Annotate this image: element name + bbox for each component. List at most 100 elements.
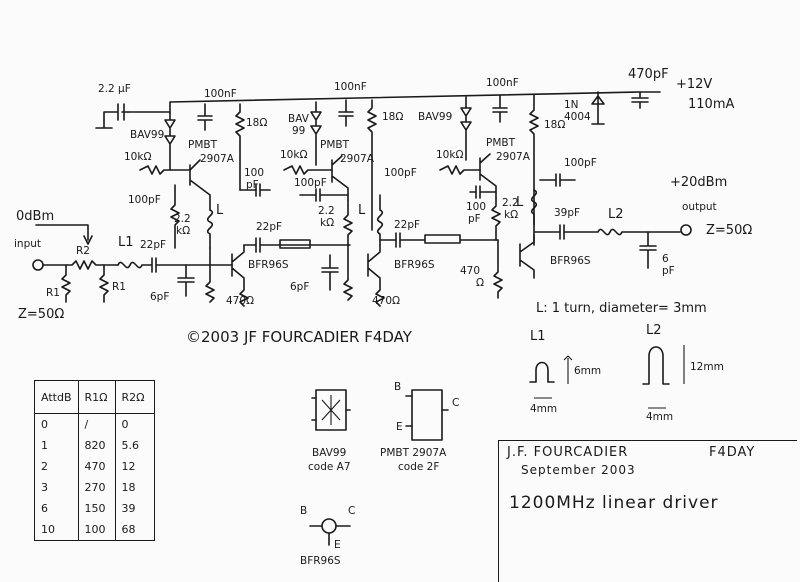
input-label: input — [14, 238, 41, 250]
header-r2: R2Ω — [114, 380, 155, 414]
label-l1: L1 — [118, 235, 134, 250]
output-level: +20dBm — [670, 175, 727, 190]
label-bfr-2: BFR96S — [394, 259, 435, 271]
cell: 150 — [77, 498, 116, 519]
trimmer-1 — [177, 264, 195, 297]
label-6pf-1: 6pF — [150, 291, 169, 303]
copyright: ©2003 JF FOURCADIER F4DAY — [186, 328, 413, 346]
label-c-2u2: 2.2 µF — [98, 83, 131, 95]
cell: / — [77, 413, 116, 435]
l2-shape — [642, 346, 670, 385]
label-1n: 1N — [564, 99, 579, 111]
label-18r-3: 18Ω — [544, 119, 565, 131]
pmbt-code: code 2F — [398, 461, 439, 473]
stage-1 — [139, 103, 271, 249]
label-10k-3: 10kΩ — [436, 149, 463, 161]
cell: 3 — [34, 477, 79, 498]
attenuator-table: AttdB R1Ω R2Ω 0 / 0 1 820 5.6 2 470 12 3… — [34, 380, 155, 541]
r1b-resistor — [99, 264, 109, 303]
label-100pf-2: 100 — [244, 167, 264, 179]
label-bfr-1: BFR96S — [248, 259, 289, 271]
label-470-3b: Ω — [476, 277, 484, 289]
label-bav99-2b: 99 — [292, 125, 305, 137]
trimmer-3 — [639, 231, 657, 269]
label-22k-2b: kΩ — [320, 217, 334, 229]
label-l2: L2 — [608, 207, 624, 222]
cell: 2 — [34, 456, 79, 477]
cell: 820 — [77, 435, 116, 456]
header-att: AttdB — [34, 380, 79, 414]
cell: 1 — [34, 435, 79, 456]
bfr96s-2 — [367, 244, 385, 307]
cap-470pf — [631, 91, 649, 109]
label-22k-1: 2.2 — [174, 213, 191, 225]
r1a-resistor — [61, 264, 71, 303]
l2-title: L2 — [646, 323, 662, 338]
title-main: 1200MHz linear driver — [509, 493, 719, 513]
cell: 10 — [34, 519, 79, 541]
coil-note: L: 1 turn, diameter= 3mm — [536, 301, 707, 316]
bav99-package — [311, 389, 351, 431]
label-12v: +12V — [676, 77, 712, 92]
label-pmbt-1b: 2907A — [200, 153, 235, 165]
table-row: 6 150 39 — [34, 498, 155, 519]
pmbt-pin-c: C — [452, 397, 459, 409]
label-470-3: 470 — [460, 265, 480, 277]
label-18r-2: 18Ω — [382, 111, 403, 123]
label-pmbt-2b: 2907A — [340, 153, 375, 165]
input-level: 0dBm — [16, 209, 54, 224]
label-bfr-3: BFR96S — [550, 255, 591, 267]
label-pmbt-1a: PMBT — [188, 139, 218, 151]
label-110ma: 110mA — [688, 97, 734, 112]
label-r1a: R1 — [46, 287, 60, 299]
cell: 6 — [34, 498, 79, 519]
output-label: output — [682, 201, 717, 213]
bfr-pin-c: C — [348, 505, 355, 517]
label-l-2: L — [358, 203, 366, 218]
label-6pf-3b: pF — [662, 265, 675, 277]
bav99-code: code A7 — [308, 461, 351, 473]
supply-rail — [127, 91, 661, 113]
cell: 39 — [114, 498, 155, 519]
label-bav99-2: BAV — [288, 113, 310, 125]
label-100pf-6b: pF — [468, 213, 481, 225]
l1-shape — [529, 361, 555, 383]
label-100pf-1: 100pF — [128, 194, 161, 206]
label-6pf-2: 6pF — [290, 281, 309, 293]
label-l-1: L — [216, 203, 224, 218]
label-39pf: 39pF — [554, 207, 580, 219]
pmbt-pin-b: B — [394, 381, 401, 393]
table-row: 10 100 68 — [34, 519, 155, 541]
cell: 5.6 — [114, 435, 155, 456]
output-impedance: Z=50Ω — [706, 223, 752, 238]
table-row: 3 270 18 — [34, 477, 155, 498]
label-470-2: 470Ω — [372, 295, 400, 307]
table-row: 1 820 5.6 — [34, 435, 155, 456]
header-r1: R1Ω — [77, 380, 116, 414]
label-bav99-3: BAV99 — [418, 111, 452, 123]
label-pmbt-3a: PMBT — [486, 137, 516, 149]
l1-width: 4mm — [530, 403, 557, 415]
pmbt-package — [405, 389, 449, 441]
table-row: 0 / 0 — [34, 413, 155, 435]
label-470pf: 470pF — [628, 67, 669, 82]
label-22k-1b: kΩ — [176, 225, 190, 237]
cell: 18 — [114, 477, 155, 498]
label-22pf-3: 22pF — [394, 219, 420, 231]
l2-height: 12mm — [690, 361, 724, 373]
l2-width: 4mm — [646, 411, 673, 423]
cell: 12 — [114, 456, 155, 477]
label-22k-2: 2.2 — [318, 205, 335, 217]
label-18r-1: 18Ω — [246, 117, 267, 129]
bav99-name: BAV99 — [312, 447, 346, 459]
label-22pf-1: 22pF — [140, 239, 166, 251]
label-pmbt-3b: 2907A — [496, 151, 531, 163]
pmbt-name: PMBT 2907A — [380, 447, 447, 459]
label-100nf-2: 100nF — [334, 81, 367, 93]
label-pmbt-2a: PMBT — [320, 139, 350, 151]
cell: 100 — [77, 519, 116, 541]
label-100pf-6: 100 — [466, 201, 486, 213]
trimmer-2 — [321, 254, 339, 291]
label-100nf-3: 100nF — [486, 77, 519, 89]
label-100pf-3: 100pF — [294, 177, 327, 189]
